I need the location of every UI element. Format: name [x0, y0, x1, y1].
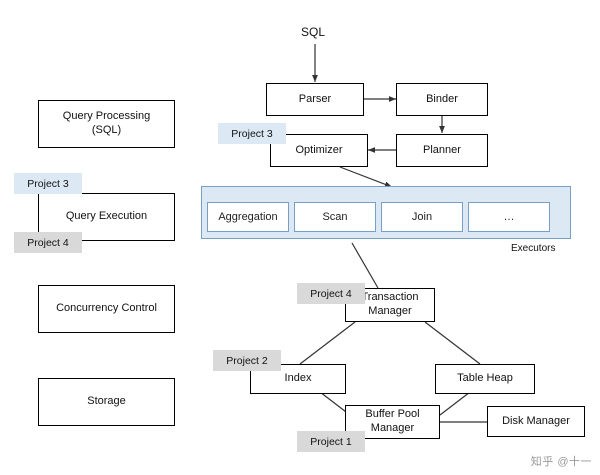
- component-buffer-pool-manager-line1: Buffer Pool: [365, 408, 420, 421]
- component-planner: Planner: [396, 134, 488, 167]
- component-transaction-manager-line1: Transaction: [361, 291, 419, 304]
- stage-query-processing-line2: (SQL): [91, 124, 122, 136]
- sql-title: SQL: [301, 25, 326, 39]
- tag-project4-transaction-label: Project 4: [310, 287, 352, 300]
- component-table-heap-label: Table Heap: [457, 372, 513, 385]
- tag-project3-execution: Project 3: [14, 173, 82, 194]
- watermark: 知乎 @十一: [530, 456, 592, 468]
- component-parser-label: Parser: [298, 92, 332, 105]
- component-parser: Parser: [266, 83, 364, 116]
- tag-project2-index-label: Project 2: [226, 354, 268, 367]
- stage-query-processing: Query Processing (SQL): [38, 100, 175, 148]
- component-transaction-manager-line2: Manager: [368, 305, 412, 317]
- component-buffer-pool-manager: Buffer Pool Manager: [345, 405, 440, 439]
- executor-aggregation: Aggregation: [207, 202, 289, 232]
- stage-storage-label: Storage: [87, 395, 126, 408]
- tag-project2-index: Project 2: [213, 350, 281, 371]
- stage-concurrency-control: Concurrency Control: [38, 285, 175, 333]
- executor-join-label: Join: [411, 211, 433, 223]
- executor-join: Join: [381, 202, 463, 232]
- tag-project4-execution: Project 4: [14, 232, 82, 253]
- component-index-label: Index: [284, 372, 312, 385]
- component-optimizer: Optimizer: [270, 134, 368, 167]
- executor-aggregation-label: Aggregation: [218, 211, 278, 223]
- component-disk-manager: Disk Manager: [487, 406, 585, 437]
- component-disk-manager-label: Disk Manager: [502, 414, 570, 427]
- tag-project4-transaction: Project 4: [297, 283, 365, 304]
- stage-query-execution-label: Query Execution: [65, 210, 148, 223]
- component-binder: Binder: [396, 83, 488, 116]
- executor-ellipsis-label: …: [503, 211, 515, 223]
- component-transaction-manager: Transaction Manager: [345, 288, 435, 322]
- stage-concurrency-control-label: Concurrency Control: [56, 302, 157, 315]
- stage-query-processing-line1: Query Processing: [62, 110, 151, 123]
- executor-scan-label: Scan: [322, 211, 348, 223]
- stage-storage: Storage: [38, 378, 175, 426]
- executor-scan: Scan: [294, 202, 376, 232]
- component-table-heap: Table Heap: [435, 364, 535, 394]
- executor-ellipsis: …: [468, 202, 550, 232]
- component-buffer-pool-manager-line2: Manager: [370, 422, 415, 434]
- executors-caption: Executors: [511, 243, 556, 254]
- tag-project4-execution-label: Project 4: [27, 236, 69, 249]
- component-planner-label: Planner: [423, 143, 461, 156]
- tag-project1-buffer: Project 1: [297, 431, 365, 452]
- tag-project1-buffer-label: Project 1: [310, 435, 352, 448]
- component-binder-label: Binder: [426, 92, 458, 105]
- tag-project3-execution-label: Project 3: [27, 177, 69, 190]
- tag-project3-optimizer-label: Project 3: [231, 127, 273, 140]
- tag-project3-optimizer: Project 3: [218, 123, 286, 144]
- component-optimizer-label: Optimizer: [295, 143, 343, 156]
